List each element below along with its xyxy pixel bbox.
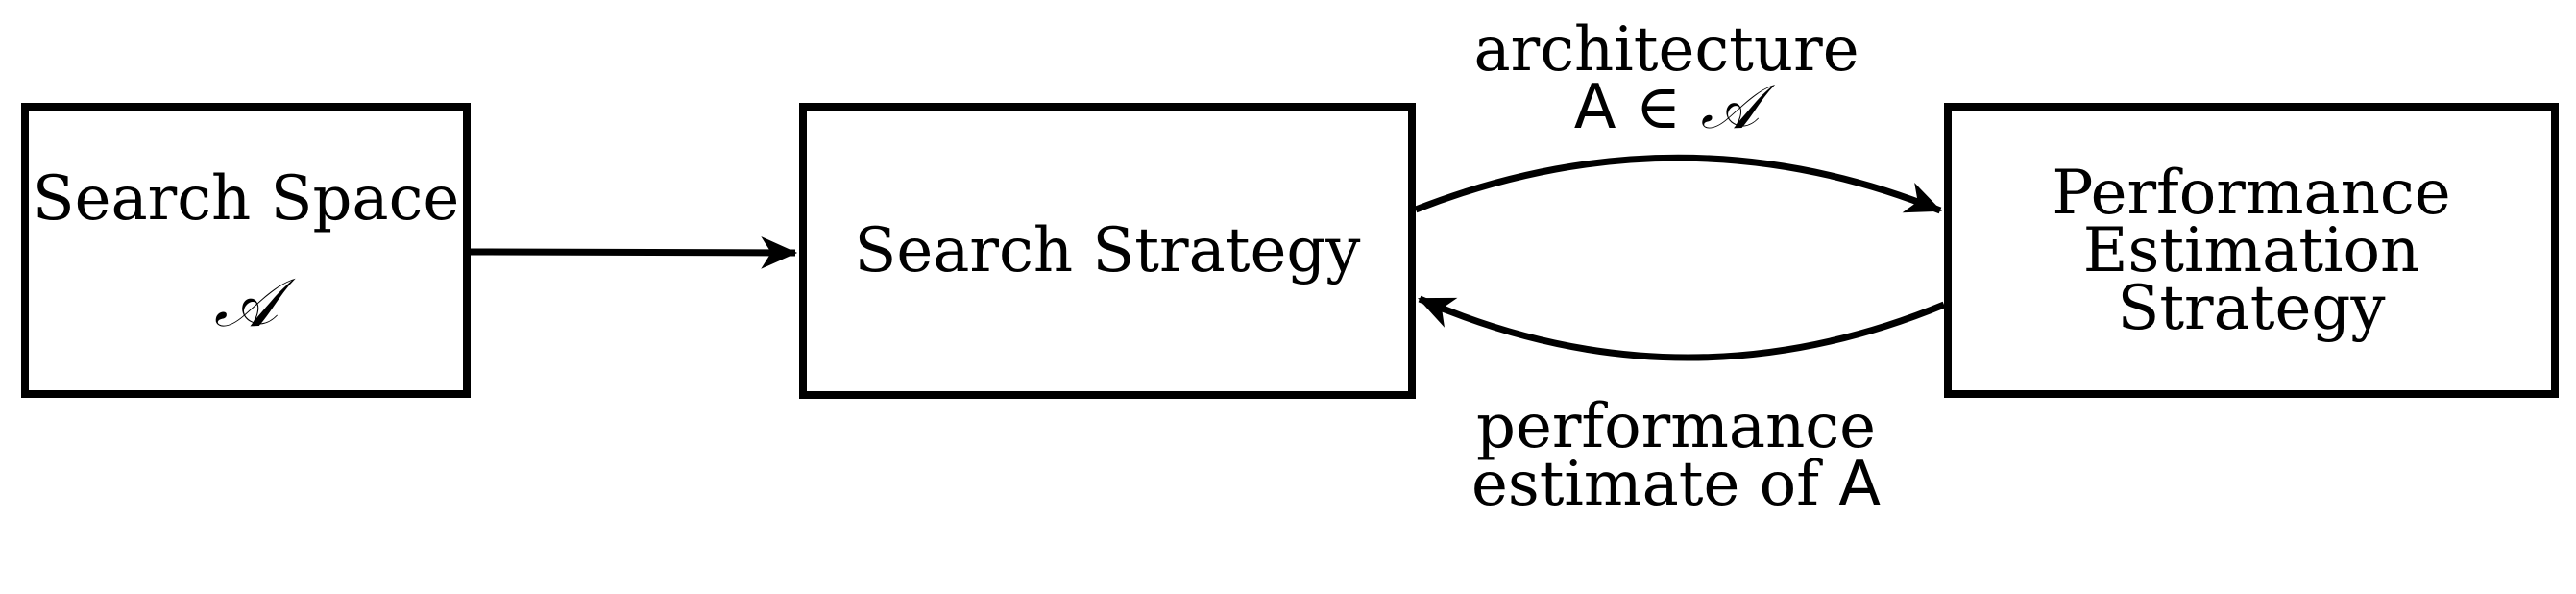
element-of-symbol: ∈	[1616, 72, 1701, 143]
arrow-search-space-to-strategy	[470, 236, 798, 269]
performance-estimate-label-line2: estimate of A	[1431, 454, 1921, 515]
search-strategy-label: Search Strategy	[854, 215, 1361, 286]
architecture-variable: A	[1573, 72, 1616, 143]
performance-estimation-box: Performance Estimation Strategy	[1944, 103, 2559, 398]
estimate-of-text: estimate of	[1470, 449, 1839, 520]
performance-estimate-label-line1: performance	[1475, 391, 1877, 462]
arrow-performance-estimate	[1418, 295, 1946, 361]
search-space-set-symbol: 𝒜	[1700, 72, 1760, 143]
performance-estimation-line2: Estimation	[2082, 214, 2420, 286]
performance-estimation-line1: Performance	[2052, 157, 2451, 229]
search-space-box: Search Space 𝒜	[21, 103, 471, 398]
search-space-label: Search Space	[32, 162, 460, 235]
architecture-variable-bottom: A	[1838, 449, 1882, 520]
arrow-architecture	[1414, 154, 1942, 214]
search-strategy-box: Search Strategy	[799, 103, 1416, 399]
architecture-label-line2: A ∈ 𝒜	[1431, 77, 1902, 138]
search-space-symbol: 𝒜	[213, 262, 279, 342]
performance-estimation-line3: Strategy	[2117, 272, 2386, 344]
architecture-label-line1: architecture	[1473, 14, 1859, 86]
performance-estimate-label: performance estimate of A	[1431, 391, 1921, 515]
architecture-label: architecture A ∈ 𝒜	[1431, 14, 1902, 138]
